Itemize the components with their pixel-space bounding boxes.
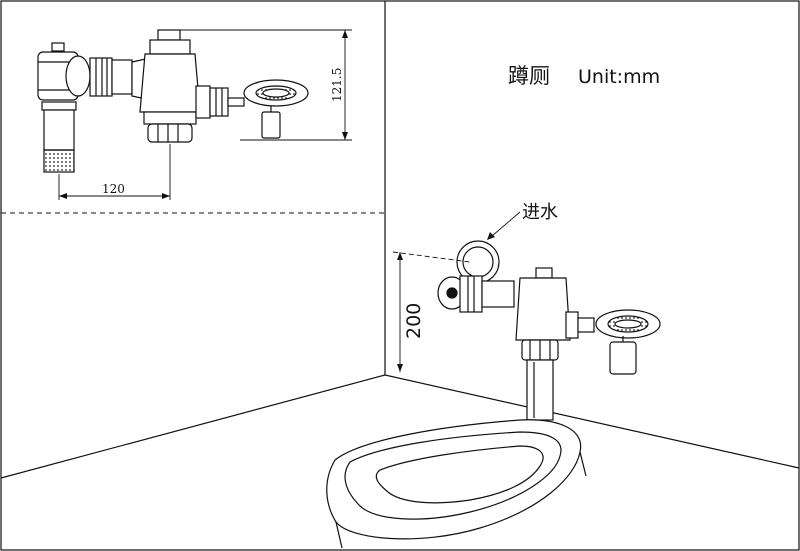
unit-label: Unit:mm bbox=[578, 66, 660, 88]
installed-flush-valve bbox=[437, 240, 661, 421]
dimension-arrows-detail bbox=[59, 30, 348, 199]
valve-detail-view bbox=[37, 29, 309, 173]
dimension-lines-detail bbox=[58, 29, 352, 200]
dimension-height-label: 121.5 bbox=[330, 68, 344, 102]
dimension-arrows-install bbox=[397, 232, 495, 372]
squat-pan bbox=[326, 419, 587, 549]
dimension-lines-install bbox=[392, 211, 521, 372]
fixture-title: 蹲厕 bbox=[508, 64, 550, 88]
mount-height-label: 200 bbox=[403, 303, 425, 339]
inlet-label: 进水 bbox=[522, 202, 558, 223]
dimension-width-label: 120 bbox=[102, 182, 125, 196]
